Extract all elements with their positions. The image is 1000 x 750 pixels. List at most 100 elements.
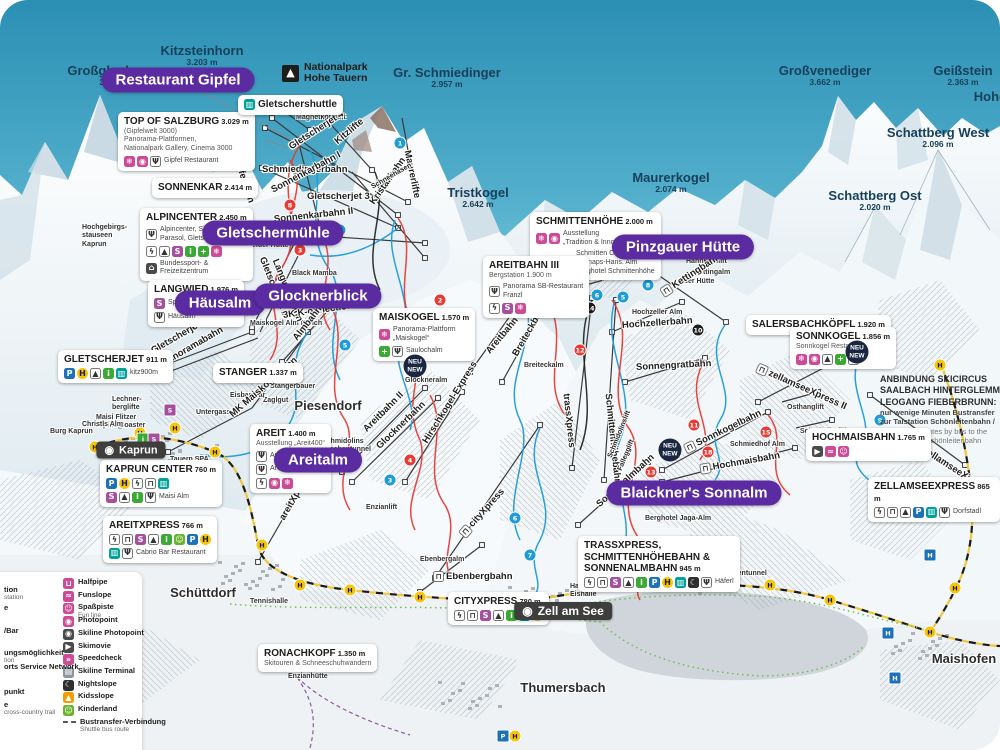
new-badge-en: NEW — [407, 366, 423, 373]
kinder-icon: ☺ — [63, 705, 74, 716]
town-badge-kaprun[interactable]: ◉Kaprun — [96, 441, 166, 459]
lift-icon: ⊓ — [467, 610, 478, 621]
hut-label-enzianlift: Enzianlift — [366, 504, 398, 511]
poi-pill-h-usalm[interactable]: Häusalm — [174, 290, 266, 316]
station-title: AREITBAHN III — [489, 260, 559, 271]
poi-pill-restaurant-gipfel[interactable]: Restaurant Gipfel — [101, 67, 255, 93]
bsq-icon: H — [923, 548, 937, 562]
legend-item-nightslope: ☾Nightslope — [63, 679, 117, 691]
town-badge-zell-am-see[interactable]: ◉Zell am See — [514, 602, 612, 620]
camera-icon: ◉ — [549, 233, 560, 245]
info-icon: i — [185, 246, 196, 257]
amenity-label: Panorama-Plattform „Maiskogel“ — [393, 326, 456, 342]
piste-marker-18: 18 — [701, 445, 715, 459]
new-badge-de: NEU — [408, 358, 422, 366]
sled-icon: ϟ — [584, 577, 595, 588]
station-title: MAISKOGEL 1.570 m — [379, 312, 470, 323]
bus-icon: ▥ — [926, 506, 937, 518]
bus-stop-icon: H — [823, 593, 837, 607]
station-elevation: 1.350 m — [335, 649, 366, 658]
lift-name: Ebenbergbahn — [446, 571, 513, 582]
flake-icon: ❄ — [282, 477, 293, 489]
hut-label-berghotel-jaga-alm: Berghotel Jaga-Alm — [645, 515, 712, 522]
poi-pill-gletscherm-hle[interactable]: Gletschermühle — [202, 220, 344, 246]
rest-icon: Ψ — [489, 286, 500, 297]
bus-icon: ▥ — [116, 368, 127, 379]
sled-icon: ϟ — [489, 302, 500, 314]
station-title: AREITXPRESS 766 m — [109, 520, 203, 531]
poi-pill-blaickner-s-sonnalm[interactable]: Blaickner's Sonnalm — [606, 480, 782, 506]
bsq-icon: H — [888, 671, 902, 685]
station-box-stanger: STANGER 1.337 m — [213, 363, 303, 383]
movie-icon: ▶ — [63, 641, 74, 653]
station-box-trassxpress: TRASSXPRESS, SCHMITTENHÖHEBAHN & SONNENA… — [578, 536, 740, 592]
rest-icon: Ψ — [154, 311, 165, 323]
hut-label-tennishalle: Tennishalle — [250, 598, 288, 605]
station-title: RONACHKOPF 1.350 m — [264, 648, 366, 659]
connection-de-line: zur Talstation Schönleitenbahn / — [880, 417, 995, 427]
camera-icon: ◉ — [137, 156, 148, 168]
piste-marker-12: 12 — [573, 343, 587, 357]
new-badge-en: NEW — [662, 450, 678, 457]
shop-icon: S — [480, 610, 491, 621]
hut-label-untergassen: Untergassen — [196, 409, 239, 416]
shop-icon: S — [154, 298, 165, 309]
bus-icon: ▥ — [109, 547, 120, 559]
station-title: SONNENKAR 2.414 m — [158, 182, 253, 193]
station-elevation: 1.400 m — [286, 429, 316, 438]
legend-label: Photopoint — [78, 615, 118, 625]
camera-icon: ◉ — [809, 353, 820, 365]
station-box-hochmaisbahn: HOCHMAISBAHN 1.765 m▶≈☺ — [806, 428, 931, 461]
peak-name: Großvenediger — [778, 63, 872, 78]
bus-icon: ▥ — [675, 577, 686, 588]
station-title: LANGWIED 1.976 m — [154, 284, 239, 295]
peak-name: Hohe — [973, 89, 1000, 104]
legend-item-fragment: punkt — [4, 687, 25, 696]
legend-item-halfpipe: ⊔Halfpipe — [63, 577, 108, 589]
parking-icon: P — [187, 534, 198, 545]
station-box-maiskogel: MAISKOGEL 1.570 m❄Panorama-Plattform „Ma… — [373, 308, 476, 361]
hut-label-eisbar-bar: Eisbar-Bar — [230, 392, 266, 399]
rest-icon: Ψ — [701, 577, 712, 588]
poi-pill-pinzgauer-h-tte[interactable]: Pinzgauer Hütte — [611, 234, 755, 260]
hut-label-hochgebirgs: Hochgebirgs- stauseen Kaprun — [82, 224, 128, 248]
piste-marker-8: 8 — [283, 198, 297, 212]
rest-icon: Ψ — [939, 506, 950, 518]
aid-icon: + — [198, 246, 209, 257]
peak-elevation: 2.363 m — [947, 77, 979, 88]
busstop-icon: H — [200, 534, 211, 545]
hut-label-glockneralm: Glockneralm — [405, 377, 448, 384]
bsq-icon: H — [881, 626, 895, 640]
funslope-icon: ≈ — [825, 446, 836, 457]
station-elevation: 1.765 m — [895, 433, 925, 442]
poi-pill-areitalm[interactable]: Areitalm — [273, 447, 363, 473]
poi-pill-glocknerblick[interactable]: Glocknerblick — [254, 283, 382, 309]
piste-marker-6: 6 — [590, 288, 604, 302]
peak-elevation: 2.957 m — [431, 79, 463, 90]
hut-label-enzianh-tte: Enzianhütte — [288, 673, 328, 680]
station-elevation: 911 m — [144, 355, 167, 364]
piste-marker-11: 11 — [687, 418, 701, 432]
hut-label-schmiedhof-alm: Schmiedhof Alm — [730, 441, 785, 448]
bus-icon: ▥ — [244, 99, 255, 111]
legend-label: Speedcheck — [78, 653, 122, 663]
busstop-icon: H — [119, 478, 130, 489]
station-note: Panorama-Plattformen, — [124, 136, 197, 144]
mtn-icon: ▲ — [90, 368, 101, 379]
piste-marker-7: 7 — [523, 548, 537, 562]
